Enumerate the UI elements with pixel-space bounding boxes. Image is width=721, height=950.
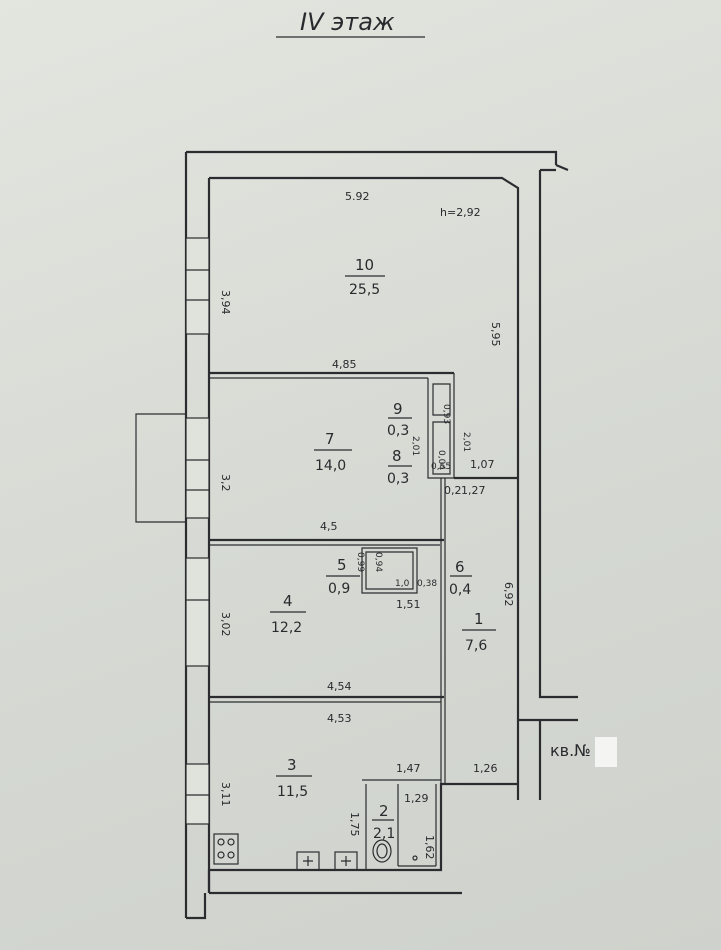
dim-label: 0,2 xyxy=(444,484,462,497)
dim-label: 4,85 xyxy=(332,358,357,371)
dim-label: 1,51 xyxy=(396,598,421,611)
room-1-number: 1 xyxy=(474,610,484,628)
room-10-area: 25,5 xyxy=(349,282,380,298)
dim-label: 0,55 xyxy=(431,462,451,472)
room-3-number: 3 xyxy=(287,756,297,774)
dim-label: 2,01 xyxy=(461,432,471,452)
sink-2 xyxy=(334,851,358,871)
dim-label: 3,11 xyxy=(219,782,232,807)
ceiling-height: h=2,92 xyxy=(440,206,481,219)
fixtures xyxy=(213,833,418,871)
room-9-number: 9 xyxy=(393,400,403,418)
room-2-number: 2 xyxy=(379,802,389,820)
room-6-number: 6 xyxy=(455,558,465,576)
room-7-number: 7 xyxy=(325,430,335,448)
dim-label: 1,0 xyxy=(395,579,410,589)
room-3-area: 11,5 xyxy=(277,784,308,800)
room-5-number: 5 xyxy=(337,556,347,574)
dim-label: 0,04 xyxy=(436,450,446,470)
dim-label: 0,38 xyxy=(417,579,437,589)
dim-label: 1,26 xyxy=(473,762,498,775)
room-9-area: 0,3 xyxy=(387,423,409,439)
apartment-label: кв.№ xyxy=(550,741,591,760)
room-4-area: 12,2 xyxy=(271,620,302,636)
dim-label: 0,99 xyxy=(355,552,365,572)
room-6-area: 0,4 xyxy=(449,582,471,598)
dim-label: 6,92 xyxy=(502,582,515,607)
room-7-area: 14,0 xyxy=(315,458,346,474)
room-8-number: 8 xyxy=(392,447,402,465)
redaction-box xyxy=(595,737,617,767)
stove xyxy=(213,833,239,865)
sink xyxy=(296,851,320,871)
dim-label: 1,29 xyxy=(404,792,429,805)
dim-label: 1,27 xyxy=(461,484,486,497)
dim-label: 5.92 xyxy=(345,190,370,203)
drain xyxy=(412,855,418,861)
room-labels: 10 25,5 9 0,3 8 0,3 7 14,0 6 0,4 5 0,9 4… xyxy=(270,256,496,842)
dim-label: 2,01 xyxy=(410,436,420,456)
dim-label: 3,02 xyxy=(219,612,232,637)
dim-label: 1,62 xyxy=(423,835,436,860)
dim-label: 4,53 xyxy=(327,712,352,725)
dim-label: 5,95 xyxy=(489,322,502,347)
dim-label: 0,94 xyxy=(373,552,383,572)
partitions xyxy=(209,371,518,870)
dim-label: 1,47 xyxy=(396,762,421,775)
dimensions: 5.92 h=2,92 3,94 5,95 4,85 3,2 0,93 2,01… xyxy=(219,190,515,860)
room-10-number: 10 xyxy=(355,256,374,274)
dim-label: 4,54 xyxy=(327,680,352,693)
dim-label: 1,07 xyxy=(470,458,495,471)
floor-title: IV этаж xyxy=(300,8,395,36)
balcony xyxy=(135,413,186,523)
dim-label: 3,94 xyxy=(219,290,232,315)
room-8-area: 0,3 xyxy=(387,471,409,487)
dim-label: 3,2 xyxy=(219,474,232,492)
room-2-area: 2,1 xyxy=(373,826,395,842)
toilet xyxy=(372,839,392,863)
windows xyxy=(185,237,210,825)
dim-label: 0,93 xyxy=(441,404,451,424)
room-1-area: 7,6 xyxy=(465,638,487,654)
dim-label: 4,5 xyxy=(320,520,338,533)
room-4-number: 4 xyxy=(283,592,293,610)
dim-label: 1,75 xyxy=(348,812,361,837)
room-5-area: 0,9 xyxy=(328,581,350,597)
